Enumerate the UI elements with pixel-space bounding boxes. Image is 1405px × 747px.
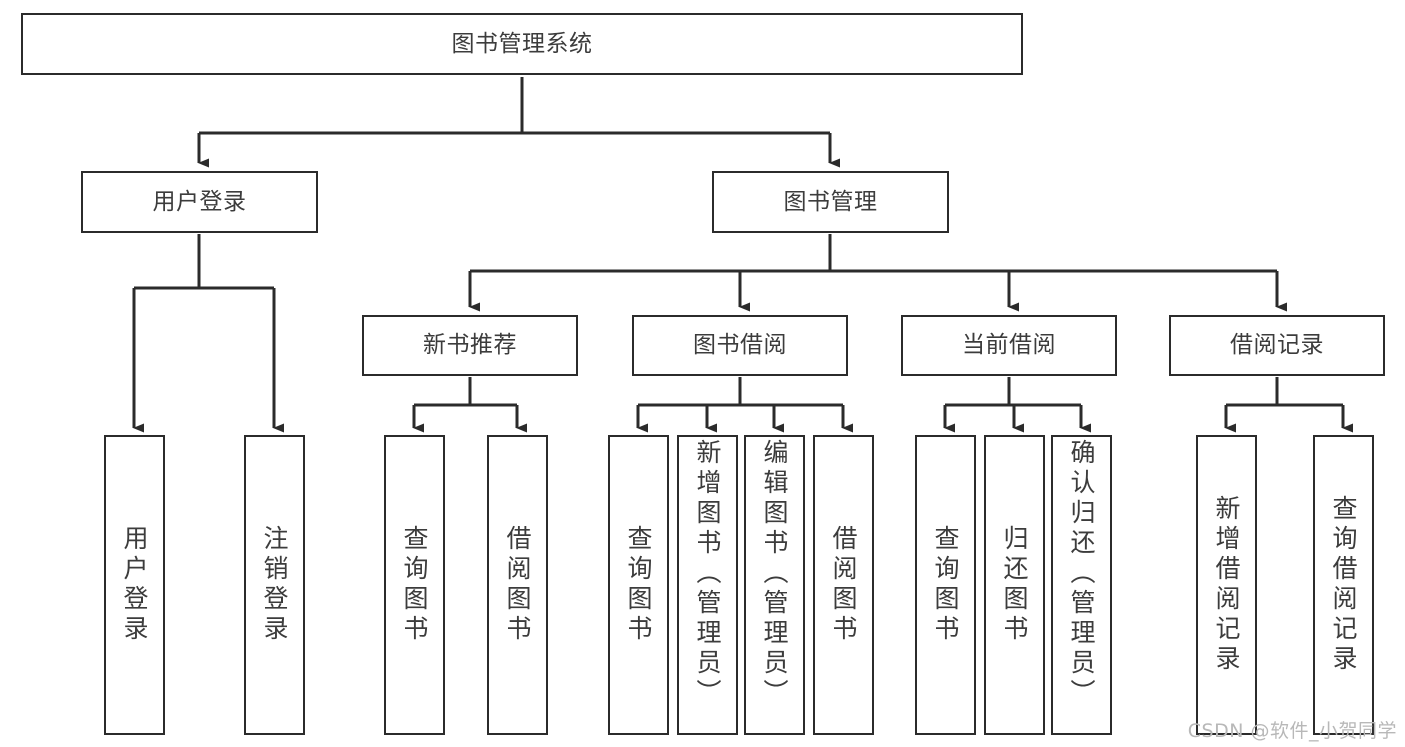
leaf-add-book-label: 新增图书（管理员） (693, 439, 722, 709)
leaf-query-book-3[interactable]: 查询图书 (915, 435, 976, 735)
leaf-query-record-label: 查询借阅记录 (1329, 495, 1358, 675)
node-user-login-label: 用户登录 (152, 188, 247, 215)
leaf-user-login-label: 用户登录 (120, 525, 149, 645)
leaf-borrow-book-1-label: 借阅图书 (503, 525, 532, 645)
leaf-query-book-1-label: 查询图书 (400, 525, 429, 645)
node-book-borrow[interactable]: 图书借阅 (632, 315, 848, 376)
leaf-edit-book-label: 编辑图书（管理员） (760, 439, 789, 709)
leaf-confirm-return-label: 确认归还（管理员） (1067, 439, 1096, 709)
leaf-query-book-3-label: 查询图书 (931, 525, 960, 645)
leaf-borrow-book-1[interactable]: 借阅图书 (487, 435, 548, 735)
leaf-add-record[interactable]: 新增借阅记录 (1196, 435, 1257, 735)
node-user-login[interactable]: 用户登录 (81, 171, 318, 233)
leaf-confirm-return[interactable]: 确认归还（管理员） (1051, 435, 1112, 735)
node-borrow-record-label: 借阅记录 (1230, 332, 1324, 359)
node-current-borrow-label: 当前借阅 (962, 332, 1056, 359)
leaf-query-record[interactable]: 查询借阅记录 (1313, 435, 1374, 735)
node-book-borrow-label: 图书借阅 (693, 332, 787, 359)
leaf-query-book-1[interactable]: 查询图书 (384, 435, 445, 735)
leaf-query-book-2[interactable]: 查询图书 (608, 435, 669, 735)
leaf-query-book-2-label: 查询图书 (624, 525, 653, 645)
watermark: CSDN @软件_小贺同学 (1187, 720, 1397, 742)
node-book-manage-label: 图书管理 (783, 188, 878, 215)
node-borrow-record[interactable]: 借阅记录 (1169, 315, 1385, 376)
leaf-user-logout-label: 注销登录 (260, 525, 289, 645)
leaf-add-record-label: 新增借阅记录 (1212, 495, 1241, 675)
node-new-book-rec-label: 新书推荐 (423, 332, 517, 359)
node-root[interactable]: 图书管理系统 (21, 13, 1023, 75)
leaf-return-book-label: 归还图书 (1000, 525, 1029, 645)
node-new-book-rec[interactable]: 新书推荐 (362, 315, 578, 376)
leaf-edit-book[interactable]: 编辑图书（管理员） (744, 435, 805, 735)
leaf-user-logout[interactable]: 注销登录 (244, 435, 305, 735)
leaf-return-book[interactable]: 归还图书 (984, 435, 1045, 735)
leaf-borrow-book-2[interactable]: 借阅图书 (813, 435, 874, 735)
leaf-borrow-book-2-label: 借阅图书 (829, 525, 858, 645)
node-current-borrow[interactable]: 当前借阅 (901, 315, 1117, 376)
leaf-user-login[interactable]: 用户登录 (104, 435, 165, 735)
node-root-label: 图书管理系统 (451, 30, 593, 57)
leaf-add-book[interactable]: 新增图书（管理员） (677, 435, 738, 735)
node-book-manage[interactable]: 图书管理 (712, 171, 949, 233)
